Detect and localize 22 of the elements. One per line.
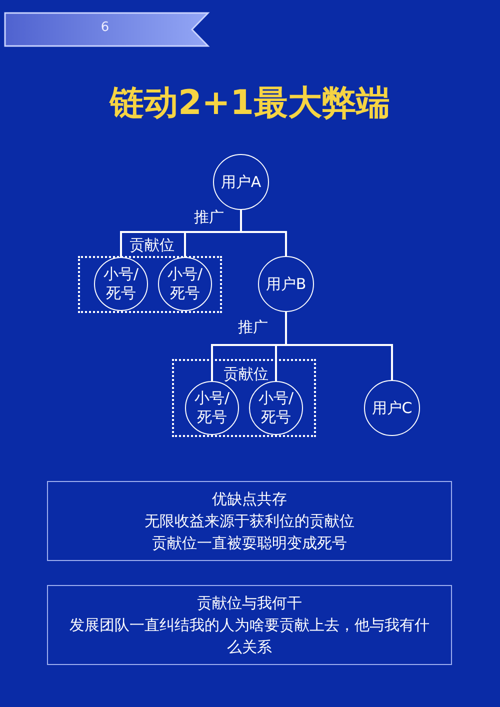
circle-node: 小号/死号: [94, 257, 148, 311]
title: 链动2+1最大弊端: [108, 82, 391, 125]
text-box: [47, 481, 452, 561]
group-label: 贡献位: [130, 236, 174, 255]
box-text: 贡献位一直被耍聪明变成死号: [151, 533, 348, 554]
branch-label: 推广: [194, 208, 224, 227]
circle-node: 用户B: [258, 256, 314, 312]
page-number: 6: [100, 20, 110, 35]
circle-node: 小号/死号: [185, 381, 239, 435]
branch-label: 推广: [238, 318, 268, 337]
connector-line: [285, 312, 393, 380]
group-label: 贡献位: [224, 365, 268, 384]
box-text: 发展团队一直纠结我的人为啥要贡献上去，他与我有什么关系: [68, 615, 430, 658]
circle-node: 用户C: [364, 380, 420, 436]
text-box: [47, 585, 452, 665]
box-text: 无限收益来源于获利位的贡献位: [144, 511, 356, 532]
box-heading: 优缺点共存: [211, 489, 288, 510]
dotted-group-box: [172, 359, 316, 437]
circle-node: 小号/死号: [249, 381, 303, 435]
box-heading: 贡献位与我何干: [196, 593, 303, 614]
circle-node: 小号/死号: [158, 257, 212, 311]
circle-node: 用户A: [213, 154, 269, 210]
